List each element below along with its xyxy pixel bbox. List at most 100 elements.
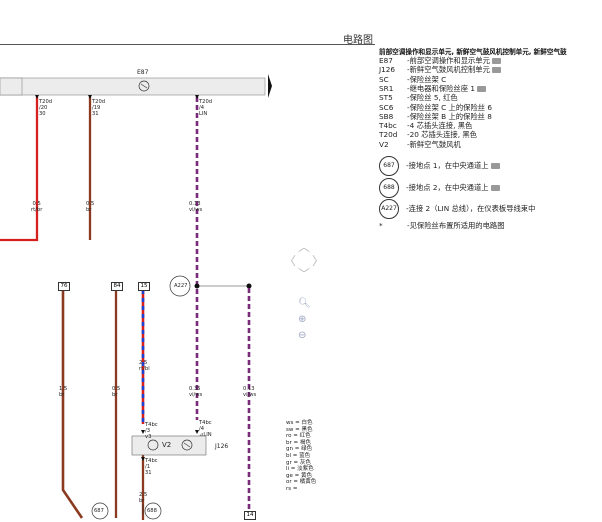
color-code-row: gr = 灰色: [286, 459, 311, 466]
e87-electronic-symbol: [138, 80, 150, 92]
ground-687-symbol: [91, 502, 109, 520]
legend-row-sc6: SC6 -保险丝架 C 上的保险丝 6: [379, 103, 492, 112]
legend-text: -保险丝架 C 上的保险丝 6: [407, 102, 493, 112]
camera-icon[interactable]: [491, 67, 501, 74]
ground-text: -连接 2（LIN 总线），在仪表板导线束中: [406, 204, 536, 213]
legend-row-t20d: T20d-20 芯插头连接, 黑色: [379, 130, 477, 139]
color-code-row: rs =: [286, 485, 298, 492]
e87-bar-left-section: [0, 77, 23, 96]
color-code-row: gn = 绿色: [286, 446, 313, 453]
legend-text: -保险丝 5, 红色: [407, 93, 458, 103]
zoom-in-icon[interactable]: ⊕: [298, 314, 307, 325]
legend-row-e87: E87 -前部空调操作和显示单元: [379, 56, 501, 65]
legend-text: -新鲜空气鼓风机控制单元: [407, 65, 490, 75]
legend-row-sr1: SR1 -继电器和保险丝座 1: [379, 84, 486, 93]
page-title: 电路图: [343, 35, 373, 46]
v2-motor-symbol: [147, 439, 159, 451]
color-code-row: li = 淡紫色: [286, 466, 314, 473]
j126-electronic-symbol: [181, 439, 193, 451]
legend-code: ST5: [379, 93, 393, 103]
ground-symbol-687: 687: [379, 156, 399, 176]
title-rule: [0, 44, 375, 45]
color-code-row: sw = 黑色: [286, 426, 313, 433]
ground-687-label: 687: [94, 508, 104, 514]
legend-row-st5: ST5 -保险丝 5, 红色: [379, 93, 458, 102]
color-code-row: or = 橘黄色: [286, 479, 317, 486]
wire-red-rt-br: [0, 97, 39, 242]
zoom-reset-icon[interactable]: 🔍︎: [298, 298, 311, 309]
legend-row-j126: J126 -新鲜空气鼓风机控制单元: [379, 65, 501, 74]
camera-icon[interactable]: [490, 185, 500, 191]
box-84: 84: [111, 282, 123, 291]
pan-up-icon[interactable]: ︿: [298, 240, 311, 254]
camera-icon[interactable]: [490, 163, 500, 169]
circuit-diagram: [0, 74, 272, 520]
zoom-out-icon[interactable]: ⊖: [298, 330, 307, 341]
legend-row-sc: SC -保险丝架 C: [379, 75, 446, 84]
legend-code: SR1: [379, 83, 394, 93]
color-code-row: ge = 黄色: [286, 472, 312, 479]
ground-symbol-a227: A227: [379, 199, 399, 219]
legend-header: 前部空调操作和显示单元, 新鲜空气鼓风机控制单元, 新鲜空气鼓: [379, 48, 567, 56]
legend-text: -继电器和保险丝座 1: [407, 83, 475, 93]
legend-row-sb8: SB8 -保险丝架 B 上的保险丝 8: [379, 112, 492, 121]
pan-right-icon[interactable]: 〉: [312, 254, 325, 268]
a227-label: A227: [174, 283, 188, 289]
j126-label: J126: [215, 443, 229, 450]
ground-description-a227: -连接 2（LIN 总线），在仪表板导线束中: [406, 204, 535, 214]
legend-code: J126: [379, 65, 396, 75]
box-76: 76: [58, 282, 70, 291]
ground-text: -接地点 1，在中央通道上: [406, 161, 489, 170]
legend-code: SC: [379, 74, 389, 84]
continue-arrow: [268, 74, 272, 98]
legend-text: -前部空调操作和显示单元: [407, 56, 490, 65]
ground-688-label: 688: [147, 508, 157, 514]
note-text: -见保险丝布置所适用的电路图: [407, 221, 505, 230]
legend-text: -新鲜空气鼓风机: [407, 139, 461, 149]
legend-code: SB8: [379, 111, 394, 121]
legend-row-v2: V2 -新鲜空气鼓风机: [379, 140, 461, 149]
box-15: 15: [138, 282, 150, 291]
color-code-row: br = 褐色: [286, 439, 311, 446]
pan-down-icon[interactable]: ﹀: [298, 267, 311, 281]
legend-code: SC6: [379, 102, 394, 112]
camera-icon[interactable]: [491, 58, 501, 64]
color-code-row: ws = 白色: [286, 420, 313, 426]
ground-688-symbol: [144, 502, 162, 520]
e87-label: E87: [137, 69, 149, 76]
legend-text: -保险丝架 B 上的保险丝 8: [407, 111, 492, 121]
a227-connector: [169, 275, 191, 297]
legend-text: -20 芯插头连接, 黑色: [407, 130, 477, 140]
note-row: * -见保险丝布置所适用的电路图: [379, 221, 505, 230]
legend-text: -保险丝架 C: [407, 74, 447, 84]
ground-description-687: -接地点 1，在中央通道上: [406, 161, 500, 171]
wire-brown-1-5: [61, 290, 84, 519]
pin-t4bc-4: T4bc/4⊿LIN: [199, 420, 212, 438]
note-symbol: *: [379, 221, 383, 230]
e87-unit-bar: [0, 77, 266, 96]
camera-icon[interactable]: [476, 85, 486, 92]
legend-code: E87: [379, 56, 393, 65]
color-code-row: ro = 红色: [286, 433, 311, 440]
legend-code: V2: [379, 139, 389, 149]
legend-text: -4 芯插头连接, 黑色: [407, 121, 473, 131]
pan-left-icon[interactable]: 〈: [284, 254, 297, 268]
ground-text: -接地点 2，在中央通道上: [406, 183, 489, 192]
legend-code: T4bc: [379, 121, 397, 131]
color-code-row: bl = 蓝色: [286, 452, 311, 459]
